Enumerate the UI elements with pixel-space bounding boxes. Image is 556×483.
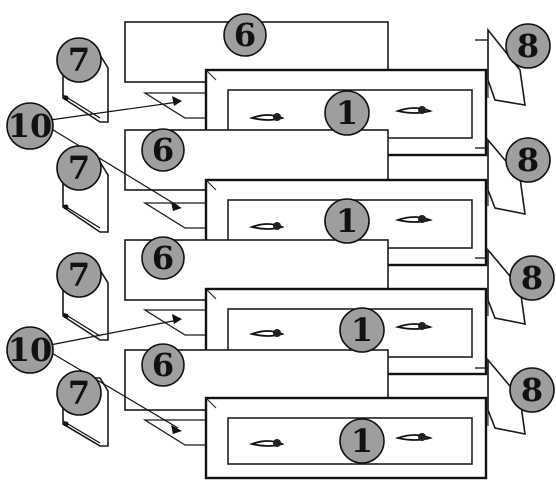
handle-left — [248, 113, 285, 121]
svg-text:10: 10 — [8, 107, 53, 145]
handle-left — [248, 222, 285, 230]
svg-text:8: 8 — [521, 259, 543, 297]
callout-8: 8 — [505, 23, 551, 69]
svg-text:7: 7 — [68, 374, 90, 412]
svg-text:7: 7 — [68, 256, 90, 294]
svg-text:1: 1 — [336, 94, 358, 132]
handle-right — [394, 322, 433, 330]
callout-1: 1 — [339, 307, 385, 353]
callout-10: 10 — [6, 326, 54, 374]
svg-text:6: 6 — [234, 16, 256, 54]
callout-8: 8 — [505, 137, 551, 183]
callout-7: 7 — [56, 37, 102, 83]
handle-right — [394, 106, 433, 114]
callout-7: 7 — [56, 370, 102, 416]
svg-text:1: 1 — [336, 202, 358, 240]
callout-7: 7 — [56, 252, 102, 298]
callout-1: 1 — [324, 198, 370, 244]
svg-text:10: 10 — [8, 331, 53, 369]
svg-text:8: 8 — [517, 27, 539, 65]
svg-text:6: 6 — [152, 239, 174, 277]
svg-text:6: 6 — [152, 131, 174, 169]
handle-right — [394, 433, 433, 441]
callout-8: 8 — [509, 367, 555, 413]
callout-10: 10 — [6, 102, 54, 150]
svg-text:8: 8 — [517, 141, 539, 179]
callout-1: 1 — [339, 418, 385, 464]
svg-text:7: 7 — [68, 149, 90, 187]
svg-text:8: 8 — [521, 371, 543, 409]
svg-text:7: 7 — [68, 41, 90, 79]
callout-8: 8 — [509, 255, 555, 301]
callout-6: 6 — [141, 128, 185, 172]
leader-lines-10 — [49, 96, 182, 434]
callout-1: 1 — [324, 90, 370, 136]
handle-left — [248, 439, 285, 447]
callout-6: 6 — [141, 236, 185, 280]
svg-text:1: 1 — [351, 311, 373, 349]
callout-6: 6 — [141, 343, 185, 387]
handle-left — [248, 329, 285, 337]
svg-text:6: 6 — [152, 346, 174, 384]
svg-text:1: 1 — [351, 422, 373, 460]
callout-6-top: 6 — [223, 13, 267, 57]
handle-right — [394, 215, 433, 223]
callout-7: 7 — [56, 145, 102, 191]
